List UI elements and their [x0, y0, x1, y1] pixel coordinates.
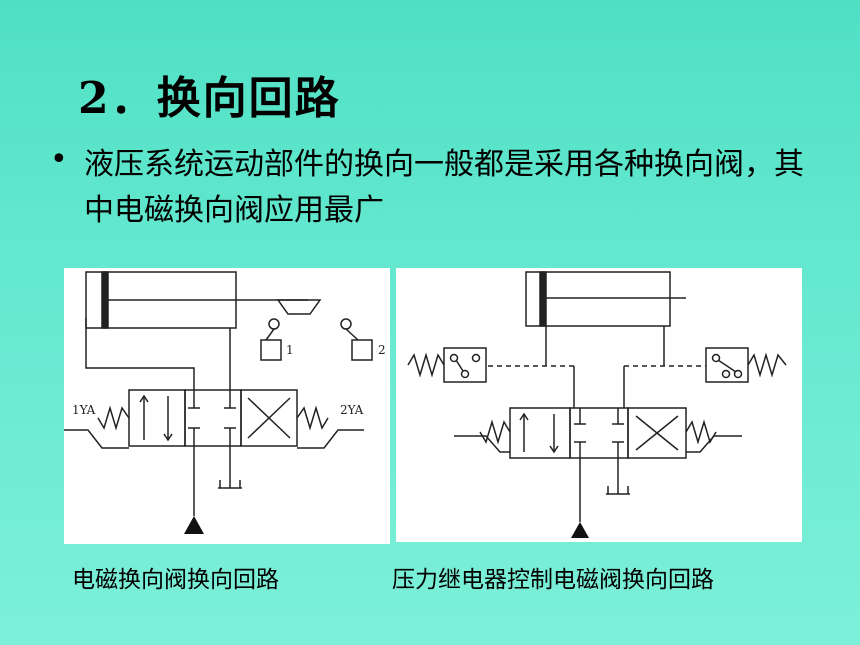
switch2-box	[351, 339, 373, 361]
cylinder-body	[525, 271, 671, 327]
caption-right: 压力继电器控制电磁阀换向回路	[392, 567, 714, 593]
slide-title: 2．换向回路	[78, 73, 341, 124]
solenoid-2ya-label: 2YA	[340, 403, 364, 417]
diagram-pressure-relay-circuit	[396, 268, 802, 542]
valve-right-block	[627, 407, 687, 459]
switch1-roller	[268, 318, 280, 330]
switch2-label: 2	[378, 343, 386, 357]
switch1-box	[260, 339, 282, 361]
cam-block	[276, 299, 322, 315]
bullet-dot: •	[50, 142, 68, 177]
solenoid-1ya-label: 1YA	[72, 403, 96, 417]
valve-left-block	[128, 389, 186, 447]
pump-symbol	[184, 516, 204, 534]
switch2-roller	[340, 318, 352, 330]
switch1-label: 1	[286, 343, 294, 357]
diagram-solenoid-circuit: 1 2 1YA 2YA	[64, 268, 390, 544]
piston	[101, 271, 109, 329]
bullet-text: 液压系统运动部件的换向一般都是采用各种换向阀，其中电磁换向阀应用最广	[84, 147, 804, 228]
caption-left: 电磁换向阀换向回路	[72, 567, 279, 593]
valve-left-block	[509, 407, 571, 459]
piston	[539, 271, 547, 327]
pump-symbol	[571, 522, 589, 538]
valve-center-block	[569, 407, 629, 459]
